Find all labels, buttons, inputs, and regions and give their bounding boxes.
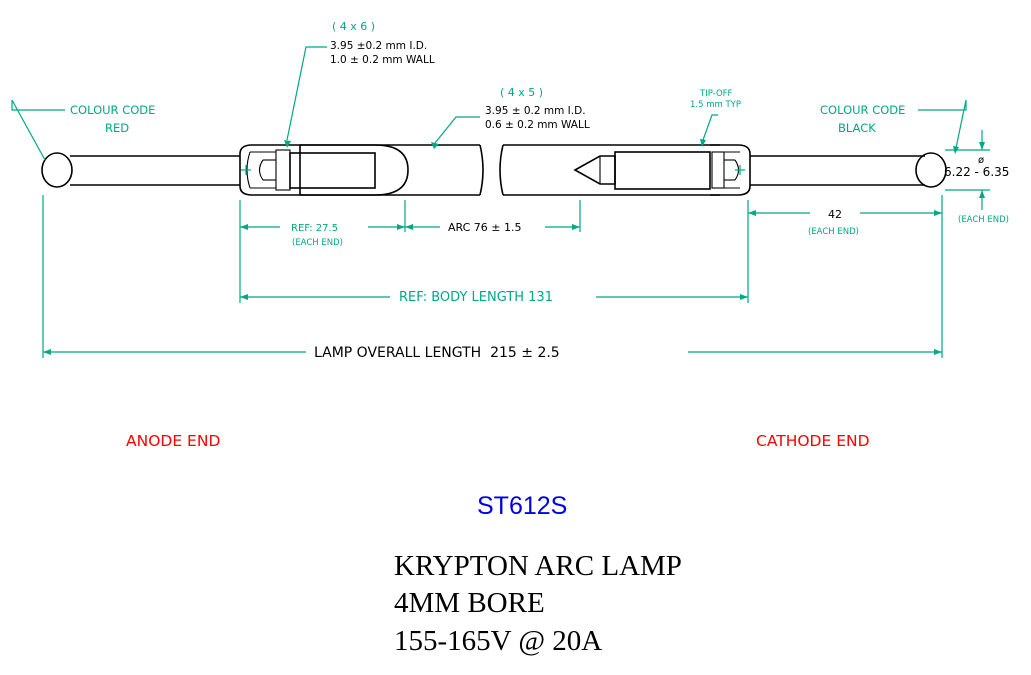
cathode-lead-dimension: 42 [828, 208, 842, 221]
lower-tube-wall: 0.6 ± 0.2 mm WALL [485, 119, 590, 131]
upper-tube-wall: 1.0 ± 0.2 mm WALL [330, 54, 435, 66]
diameter-symbol: ø [978, 155, 984, 166]
leader-lines [11, 46, 967, 161]
upper-tube-id: 3.95 ±0.2 mm I.D. [330, 40, 427, 52]
ref-end-dimension: REF: 27.5 [291, 223, 338, 234]
lower-tube-id: 3.95 ± 0.2 mm I.D. [485, 105, 586, 117]
anode-colour-code-label: COLOUR CODE [70, 103, 155, 117]
cathode-end-label: CATHODE END [756, 432, 870, 450]
cathode-colour-code-label: COLOUR CODE [820, 103, 905, 117]
lamp-outline [41, 144, 947, 196]
overall-length-dimension: LAMP OVERALL LENGTH 215 ± 2.5 [314, 345, 560, 361]
tip-off-label: TIP-OFF [699, 89, 733, 99]
lamp-description-line1: KRYPTON ARC LAMP [394, 550, 682, 582]
arc-dimension: ARC 76 ± 1.5 [448, 221, 522, 234]
cathode-electrode-tip [573, 155, 616, 185]
lower-tube-size: ( 4 x 5 ) [500, 86, 543, 99]
lamp-description-line2: 4MM BORE [394, 587, 545, 619]
cathode-lead-note: (EACH END) [808, 227, 859, 237]
upper-tube-size: ( 4 x 6 ) [332, 20, 375, 33]
lamp-description-line3: 155-165V @ 20A [394, 625, 602, 657]
diameter-value: 6.22 - 6.35 [944, 165, 1009, 179]
anode-electrode [289, 152, 376, 189]
ref-end-note: (EACH END) [292, 238, 343, 248]
anode-colour-value: RED [105, 121, 129, 135]
body-length-dimension: REF: BODY LENGTH 131 [399, 290, 553, 305]
cathode-colour-value: BLACK [838, 121, 876, 135]
tip-off-size: 1.5 mm TYP [690, 100, 741, 110]
diameter-note: (EACH END) [958, 215, 1009, 225]
dimension-lines [42, 130, 990, 358]
cathode-lead-tip [915, 152, 947, 188]
cathode-end-cap [710, 144, 751, 196]
centre-marks [241, 165, 745, 175]
anode-end-label: ANODE END [126, 432, 220, 450]
part-number: ST612S [477, 492, 567, 520]
anode-lead-tip [41, 152, 73, 188]
